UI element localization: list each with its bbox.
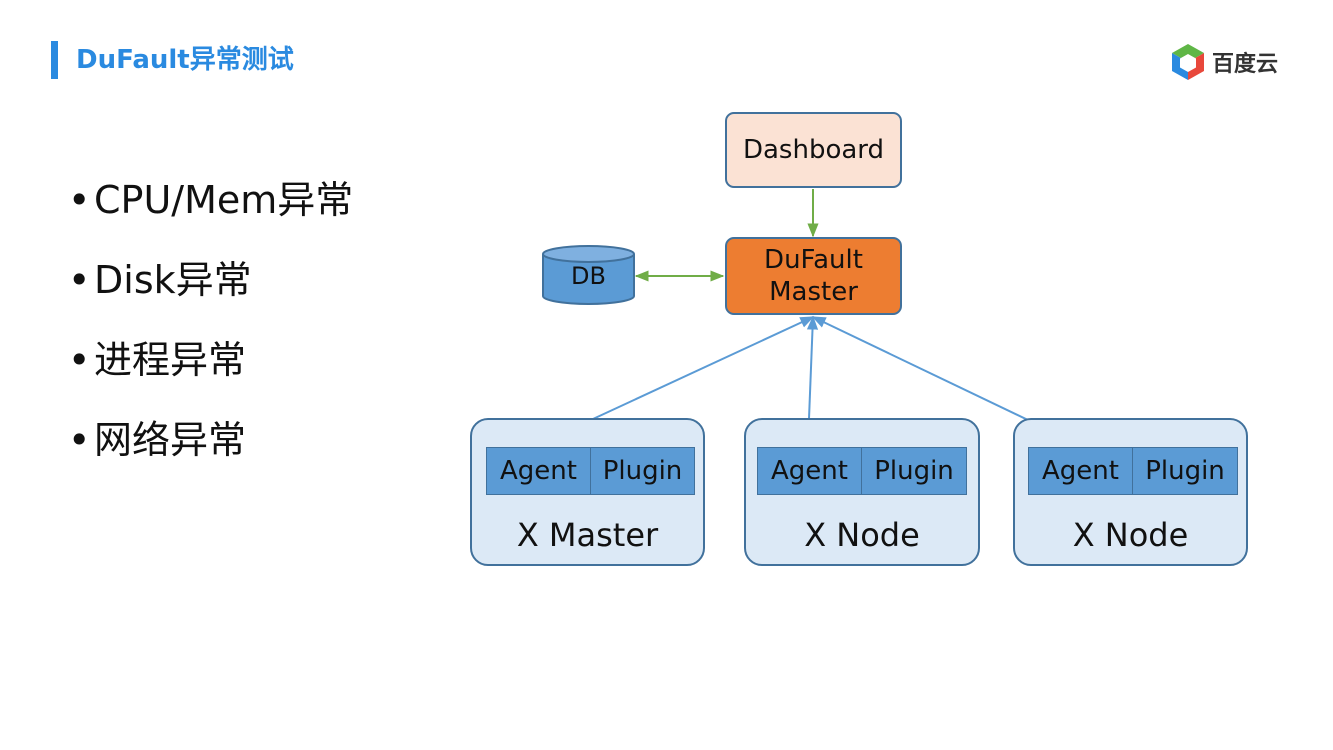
bullet-dot: • bbox=[68, 418, 91, 462]
page-title: DuFault异常测试 bbox=[76, 45, 294, 75]
db-cylinder bbox=[542, 245, 635, 305]
plugin-box: Plugin bbox=[1132, 447, 1238, 495]
group-label: X Node bbox=[804, 516, 920, 554]
group-x-master: Agent Plugin X Master bbox=[470, 418, 705, 566]
bullet-dot: • bbox=[68, 178, 91, 222]
master-label-line2: Master bbox=[769, 277, 858, 307]
agent-box: Agent bbox=[757, 447, 862, 495]
agent-box: Agent bbox=[1028, 447, 1133, 495]
bullet-list: •CPU/Mem异常 •Disk异常 •进程异常 •网络异常 bbox=[68, 172, 353, 492]
dashboard-node: Dashboard bbox=[725, 112, 902, 188]
list-item: •网络异常 bbox=[68, 412, 353, 492]
master-label-line1: DuFault bbox=[764, 245, 863, 275]
bullet-text: Disk异常 bbox=[94, 258, 252, 302]
plugin-box: Plugin bbox=[861, 447, 967, 495]
list-item: •进程异常 bbox=[68, 332, 353, 412]
dashboard-label: Dashboard bbox=[742, 135, 885, 165]
cube-logo-icon bbox=[1172, 44, 1204, 80]
title-accent-bar bbox=[51, 41, 58, 79]
logo-text: 百度云 bbox=[1212, 52, 1279, 77]
group-label: X Node bbox=[1072, 516, 1189, 554]
db-label: DB bbox=[571, 262, 606, 290]
bullet-dot: • bbox=[68, 338, 91, 382]
group-x-node-2: Agent Plugin X Node bbox=[1013, 418, 1248, 566]
plugin-box: Plugin bbox=[590, 447, 695, 495]
dufault-master-node: DuFault Master bbox=[725, 237, 902, 315]
group-x-node-1: Agent Plugin X Node bbox=[744, 418, 980, 566]
list-item: •Disk异常 bbox=[68, 252, 353, 332]
list-item: •CPU/Mem异常 bbox=[68, 172, 353, 252]
bullet-text: CPU/Mem异常 bbox=[94, 178, 354, 222]
bullet-text: 进程异常 bbox=[94, 338, 247, 382]
group-label: X Master bbox=[516, 516, 659, 554]
brand-logo: 百度云 bbox=[1170, 42, 1278, 82]
agent-box: Agent bbox=[486, 447, 591, 495]
bullet-dot: • bbox=[68, 258, 91, 302]
bullet-text: 网络异常 bbox=[94, 418, 247, 462]
